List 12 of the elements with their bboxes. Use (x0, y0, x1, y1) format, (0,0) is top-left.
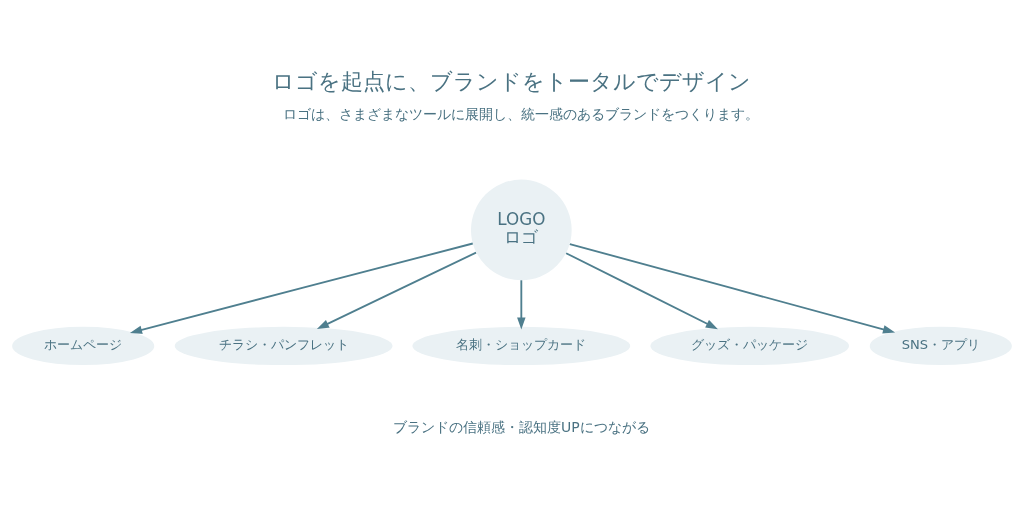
label: ロゴは、さまざまなツールに展開し、統一感のあるブランドをつくります。 (283, 105, 760, 122)
arrow (129, 242, 474, 334)
diagram-title: ロゴを起点に、ブランドをトータルでデザイン (272, 67, 752, 94)
node-ellipse: グッズ・パッケージ (650, 326, 850, 365)
arrow (568, 242, 896, 334)
node-circle: LOGO ロゴ (471, 179, 572, 280)
arrow (517, 278, 526, 330)
node-ellipse: チラシ・パンフレット (174, 326, 393, 365)
arrow (565, 251, 718, 329)
node-ellipse: 名刺・ショップカード (412, 326, 631, 365)
arrow (316, 251, 477, 329)
node-text: ブランドの信頼感・認知度UPにつながる (392, 418, 650, 435)
